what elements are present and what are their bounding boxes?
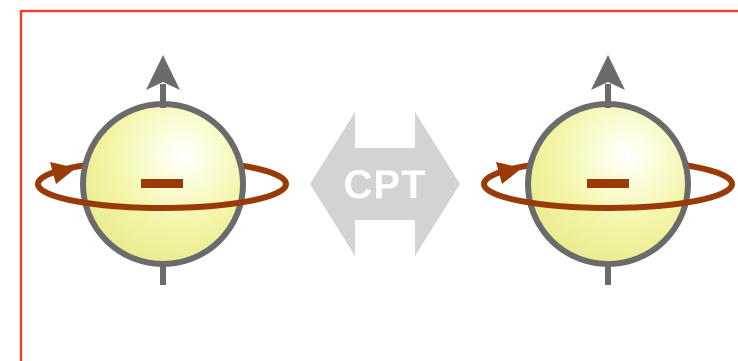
- rotation-ring-icon: [35, 162, 289, 211]
- particle-right: [481, 55, 735, 285]
- spin-up-arrow-icon: [146, 55, 180, 108]
- spin-up-arrow-icon: [591, 55, 625, 108]
- charge-mark: [587, 179, 629, 188]
- rotation-ring-icon: [481, 162, 735, 211]
- particle-left: [35, 55, 289, 285]
- double-headed-arrow-icon: CPT: [310, 112, 460, 256]
- charge-mark: [141, 179, 183, 188]
- cpt-label: CPT: [344, 163, 427, 207]
